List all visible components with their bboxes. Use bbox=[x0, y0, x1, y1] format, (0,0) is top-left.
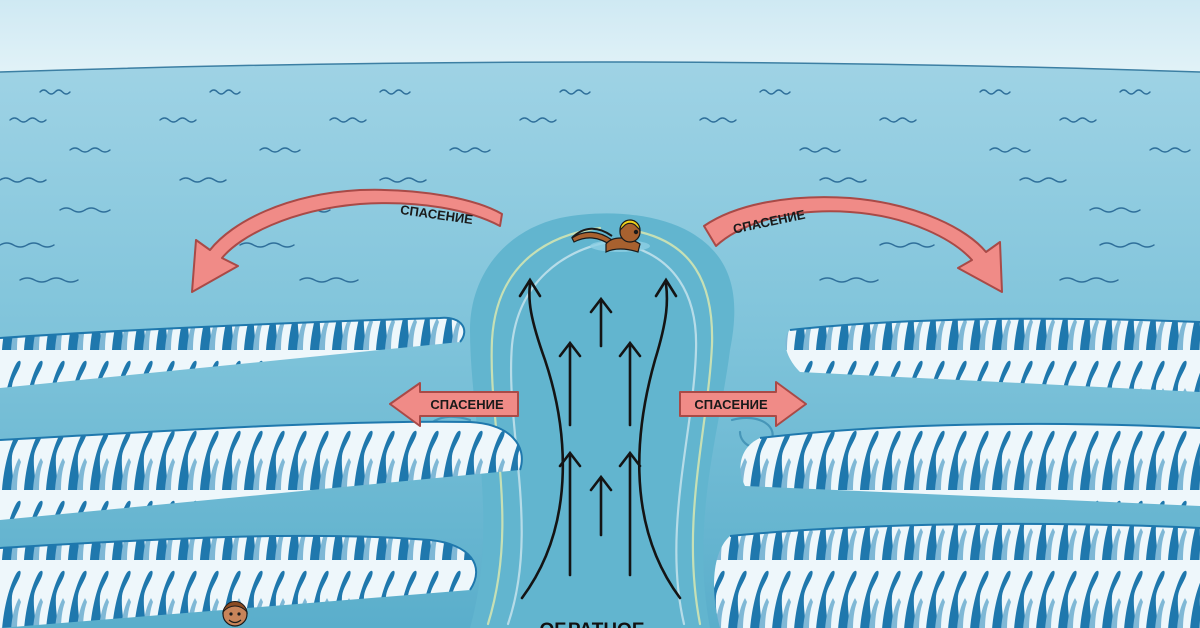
sea-ripple bbox=[69, 147, 111, 153]
sea-ripple bbox=[379, 177, 427, 183]
waves-left bbox=[0, 316, 523, 628]
sea-ripple bbox=[259, 147, 301, 153]
sea-ripple bbox=[819, 277, 879, 283]
sea-ripple bbox=[1089, 207, 1141, 213]
sea-ripple bbox=[449, 147, 491, 153]
current-flow-arrows bbox=[518, 277, 682, 600]
sea-ripple bbox=[559, 89, 591, 95]
waves-right bbox=[714, 317, 1200, 628]
flow-arrow-outer-right bbox=[637, 282, 682, 600]
sea-ripple bbox=[1149, 147, 1191, 153]
sea-ripple bbox=[9, 117, 47, 123]
sea-ripple bbox=[329, 117, 367, 123]
swimmer-icon bbox=[571, 219, 650, 253]
rescue-arrow-mid-right: СПАСЕНИЕ bbox=[679, 381, 807, 427]
sea-ripple bbox=[209, 89, 241, 95]
sea-ripple bbox=[1059, 277, 1119, 283]
sea-ripple bbox=[799, 147, 841, 153]
sea-ripple bbox=[519, 117, 557, 123]
flow-arrow-outer-left bbox=[520, 282, 565, 600]
sea-ripple bbox=[379, 89, 411, 95]
sea-ripple bbox=[239, 242, 295, 248]
sea-ripple bbox=[179, 177, 227, 183]
sea-ripple bbox=[989, 147, 1031, 153]
horizon-line bbox=[0, 61, 1200, 73]
sea-ripple bbox=[699, 117, 737, 123]
sea-ripple bbox=[0, 242, 55, 248]
sea-ripple bbox=[979, 89, 1011, 95]
sea-ripple bbox=[0, 177, 47, 183]
sea-ripple bbox=[299, 277, 359, 283]
rip-current-caption: ОБРАТНОЕ bbox=[540, 620, 645, 628]
sea-ripple bbox=[19, 277, 79, 283]
rip-current-channel bbox=[470, 213, 735, 628]
rescue-arrow-mid-left: СПАСЕНИЕ bbox=[389, 382, 519, 427]
sea-ripple bbox=[879, 242, 935, 248]
sea-ripples bbox=[0, 89, 1191, 283]
sea-ripple bbox=[1059, 117, 1097, 123]
sea-ripple bbox=[1099, 242, 1155, 248]
sea-ripple bbox=[159, 117, 197, 123]
sea-ripple bbox=[59, 207, 111, 213]
sea-ripple bbox=[879, 117, 917, 123]
sea-ripple bbox=[1019, 177, 1067, 183]
sea-ripple bbox=[819, 177, 867, 183]
rescue-label-mid-right: СПАСЕНИЕ bbox=[694, 397, 768, 412]
rescue-label-mid-left: СПАСЕНИЕ bbox=[430, 397, 504, 412]
sea-ripple bbox=[39, 89, 71, 95]
sea-ripple bbox=[1119, 89, 1151, 95]
child-swimmer-icon bbox=[222, 601, 248, 627]
sea-ripple bbox=[759, 89, 791, 95]
